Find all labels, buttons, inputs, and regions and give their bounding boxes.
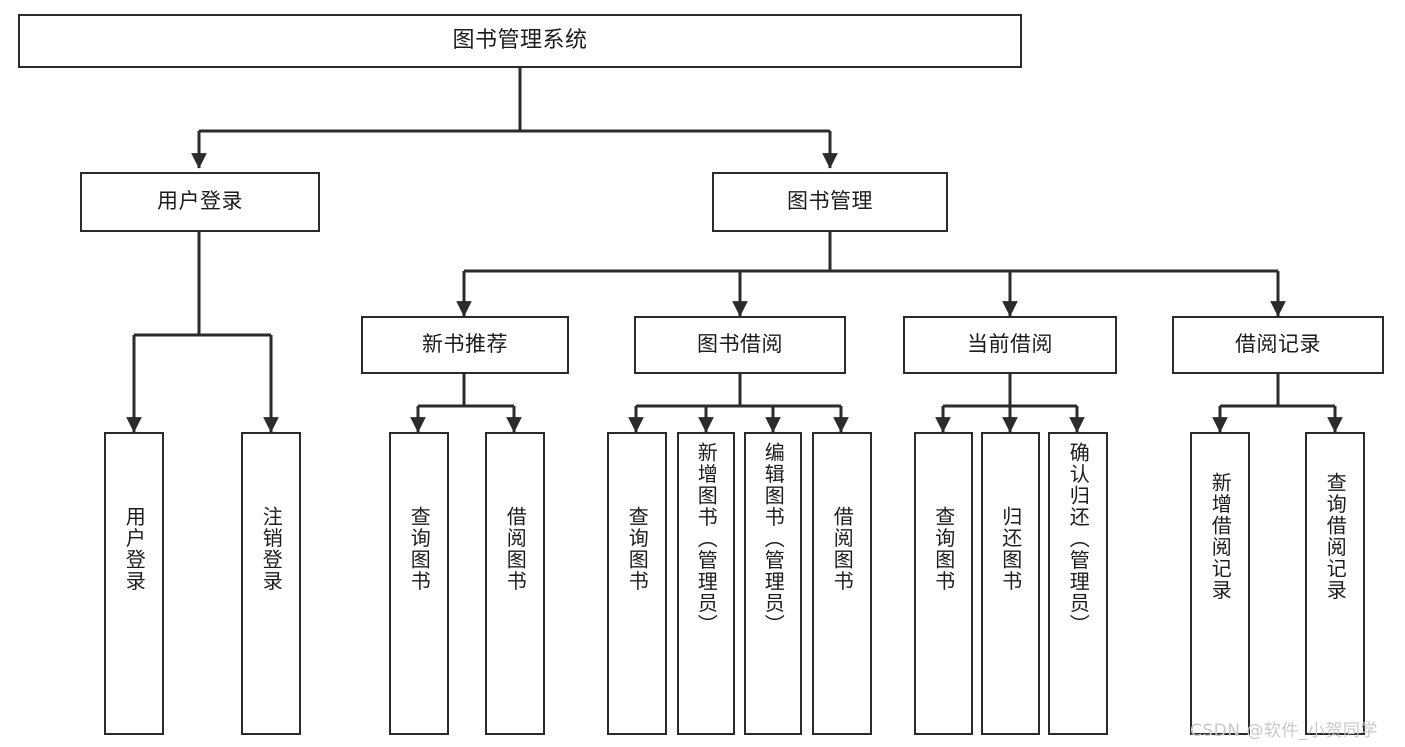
node-label: 归还图书 xyxy=(998,506,1023,592)
node-label: 用户登录 xyxy=(157,189,243,214)
leaf-edit-book-admin[interactable]: 编辑图书（管理员） xyxy=(744,432,802,735)
node-label: 查询图书 xyxy=(625,506,650,592)
node-label: 新书推荐 xyxy=(422,332,508,357)
leaf-logout[interactable]: 注销登录 xyxy=(241,432,301,735)
node-borrow-record[interactable]: 借阅记录 xyxy=(1172,316,1384,374)
node-new-book-recommend[interactable]: 新书推荐 xyxy=(361,316,569,374)
node-label: 查询借阅记录 xyxy=(1323,472,1348,601)
leaf-add-borrow-record[interactable]: 新增借阅记录 xyxy=(1190,432,1250,735)
node-label: 查询图书 xyxy=(931,506,956,592)
node-label: 查询图书 xyxy=(407,506,432,592)
node-label: 图书管理 xyxy=(787,189,873,214)
leaf-user-login[interactable]: 用户登录 xyxy=(104,432,164,735)
leaf-confirm-return-admin[interactable]: 确认归还（管理员） xyxy=(1048,432,1108,735)
node-label: 注销登录 xyxy=(259,506,284,592)
csdn-watermark: CSDN @软件_小贺同学 xyxy=(1190,721,1378,741)
node-label: 图书管理系统 xyxy=(452,27,588,53)
node-label: 当前借阅 xyxy=(967,332,1053,357)
node-root-system[interactable]: 图书管理系统 xyxy=(18,14,1022,68)
node-current-borrow[interactable]: 当前借阅 xyxy=(903,316,1117,374)
node-book-management[interactable]: 图书管理 xyxy=(712,172,948,232)
node-label: 确认归还（管理员） xyxy=(1066,442,1091,636)
node-book-borrow[interactable]: 图书借阅 xyxy=(634,316,846,374)
leaf-query-book-recommend[interactable]: 查询图书 xyxy=(389,432,449,735)
leaf-borrow-book-recommend[interactable]: 借阅图书 xyxy=(485,432,545,735)
node-label: 借阅图书 xyxy=(503,506,528,592)
node-label: 借阅图书 xyxy=(830,506,855,592)
leaf-query-borrow-record[interactable]: 查询借阅记录 xyxy=(1305,432,1365,735)
leaf-borrow-book[interactable]: 借阅图书 xyxy=(812,432,872,735)
node-label: 图书借阅 xyxy=(697,332,783,357)
node-label: 用户登录 xyxy=(122,506,147,592)
node-user-login[interactable]: 用户登录 xyxy=(80,172,320,232)
leaf-query-book-current[interactable]: 查询图书 xyxy=(914,432,973,735)
leaf-return-book[interactable]: 归还图书 xyxy=(981,432,1040,735)
node-label: 新增图书（管理员） xyxy=(694,442,719,636)
node-label: 编辑图书（管理员） xyxy=(761,442,786,636)
node-label: 新增借阅记录 xyxy=(1208,472,1233,601)
leaf-query-book-borrow[interactable]: 查询图书 xyxy=(607,432,667,735)
leaf-add-book-admin[interactable]: 新增图书（管理员） xyxy=(677,432,735,735)
node-label: 借阅记录 xyxy=(1235,332,1321,357)
